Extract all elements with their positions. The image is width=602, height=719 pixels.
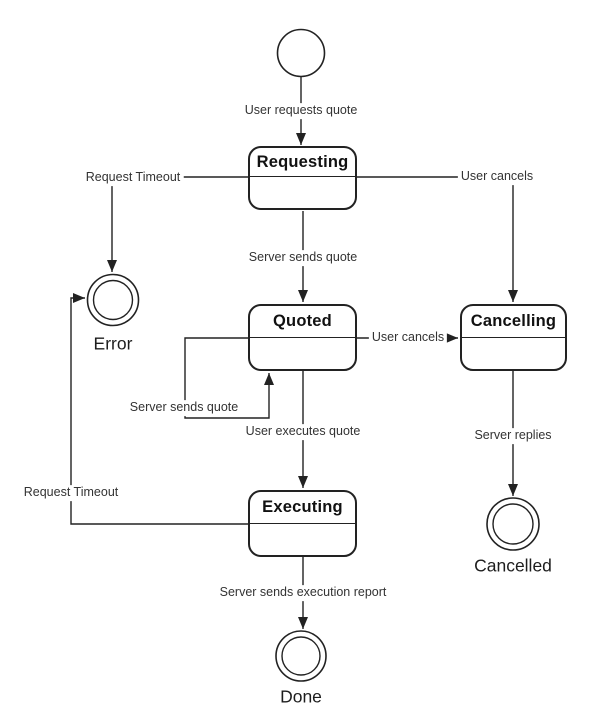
state-quoted-title: Quoted	[250, 306, 355, 338]
transition-label-server-sends-quote-selfloop: Server sends quote	[126, 400, 242, 416]
final-state-error-node	[86, 273, 140, 327]
transition-label-server-sends-quote: Server sends quote	[245, 250, 361, 266]
final-state-cancelled-label: Cancelled	[474, 555, 552, 576]
state-requesting: Requesting	[248, 146, 357, 210]
state-cancelling-title: Cancelling	[462, 306, 565, 338]
final-state-done-label: Done	[280, 686, 322, 707]
state-quoted: Quoted	[248, 304, 357, 371]
final-state-cancelled-node	[486, 497, 540, 551]
initial-state-node	[276, 28, 326, 78]
transition-label-user-executes-quote: User executes quote	[242, 424, 364, 440]
transition-user-cancels-requesting	[357, 176, 518, 302]
transition-request-timeout-requesting	[107, 176, 249, 272]
state-requesting-title: Requesting	[250, 148, 355, 177]
transition-label-server-replies: Server replies	[471, 428, 555, 444]
transition-label-request-timeout-requesting: Request Timeout	[82, 170, 184, 186]
transition-label-user-cancels-quoted: User cancels	[368, 330, 448, 346]
transition-label-user-cancels-requesting: User cancels	[457, 169, 537, 185]
final-state-error-label: Error	[93, 333, 133, 354]
final-state-done-node	[275, 630, 327, 682]
transition-request-timeout-executing	[70, 293, 249, 525]
state-executing: Executing	[248, 490, 357, 557]
transition-label-request-timeout-executing: Request Timeout	[20, 485, 122, 501]
state-cancelling: Cancelling	[460, 304, 567, 371]
transition-label-server-sends-execution-report: Server sends execution report	[216, 585, 390, 601]
transition-label-user-requests-quote: User requests quote	[241, 103, 361, 119]
state-executing-title: Executing	[250, 492, 355, 524]
transition-server-sends-quote-selfloop	[184, 337, 274, 419]
